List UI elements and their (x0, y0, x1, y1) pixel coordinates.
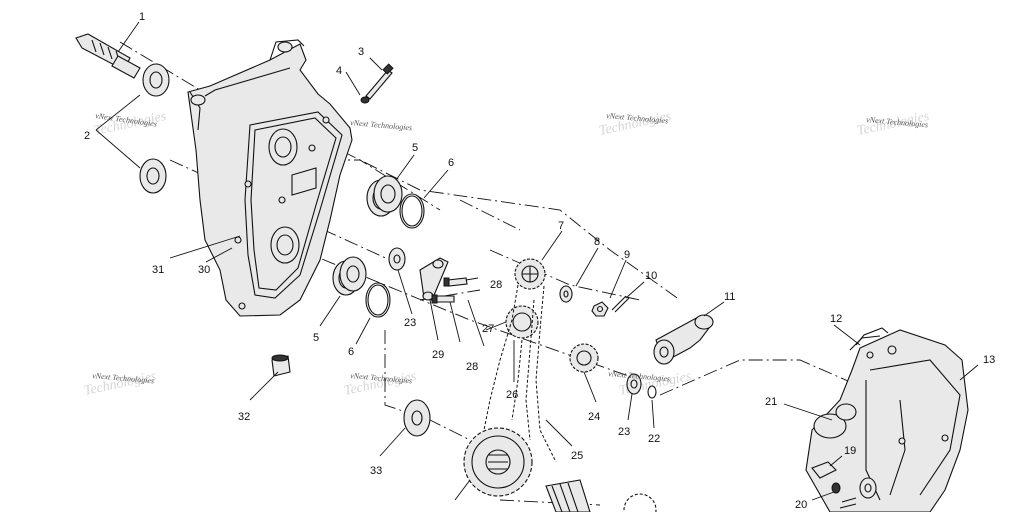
callout-1: 1 (139, 11, 145, 23)
callout-24: 24 (588, 411, 600, 423)
part-11-lever (653, 314, 714, 365)
callout-7: 7 (558, 220, 564, 232)
output-shaft (545, 479, 657, 512)
callout-5-upper: 5 (412, 142, 418, 154)
callout-10: 10 (645, 270, 657, 282)
callout-5-lower: 5 (313, 332, 319, 344)
callout-28-lower: 28 (466, 361, 478, 373)
callout-33: 33 (370, 465, 382, 477)
left-case-housing (187, 39, 353, 317)
callout-21: 21 (765, 396, 777, 408)
callout-13: 13 (983, 354, 995, 366)
callout-labels: 1 2 3 4 5 6 7 8 9 10 11 12 13 19 20 21 2… (84, 11, 995, 511)
part-6-ring-upper (399, 193, 425, 229)
part-3-bolt (365, 63, 394, 100)
part-28-screw-lower (431, 294, 455, 304)
part-5-bearing-upper (366, 175, 403, 217)
part-5-bearing-lower (332, 256, 367, 296)
part-6-ring-lower (365, 282, 391, 318)
drive-sprocket (463, 427, 533, 497)
callout-22: 22 (648, 433, 660, 445)
callout-20: 20 (795, 499, 807, 511)
callout-11: 11 (724, 291, 735, 303)
right-case-housing (805, 327, 969, 512)
part-23-washer-lower (626, 373, 642, 395)
callout-12: 12 (830, 313, 842, 325)
part-33-washer (403, 399, 431, 437)
part-25-chain (481, 284, 557, 463)
callout-8: 8 (594, 236, 600, 248)
callout-23-lower: 23 (618, 426, 630, 438)
part-2-seals (139, 63, 170, 194)
callout-23-upper: 23 (404, 317, 416, 329)
part-7-sprocket (514, 258, 546, 290)
callout-30: 30 (198, 264, 210, 276)
part-1-shaft (75, 33, 141, 79)
leader-lines (95, 21, 979, 501)
watermark-2: vNext Technologies (350, 118, 413, 132)
callout-9: 9 (624, 249, 630, 261)
part-4-washer (360, 96, 370, 104)
callout-6-upper: 6 (448, 157, 454, 169)
callout-26: 26 (506, 389, 518, 401)
callout-2: 2 (84, 130, 90, 142)
part-29-tensioner (419, 257, 449, 301)
callout-25: 25 (571, 450, 583, 462)
part-23-washer-upper (388, 247, 406, 271)
callout-27: 27 (482, 323, 494, 335)
part-8-washer (559, 285, 573, 303)
callout-32: 32 (238, 411, 250, 423)
callout-19: 19 (844, 445, 856, 457)
callout-6-lower: 6 (348, 346, 354, 358)
part-28-screw-upper (443, 277, 468, 287)
part-32-cap (271, 354, 291, 377)
callout-28-upper: 28 (490, 279, 502, 291)
part-24-gear (569, 343, 599, 373)
part-10-cotter-pin (611, 295, 630, 313)
part-9-nut (591, 301, 609, 317)
callout-3: 3 (358, 46, 364, 58)
callout-4: 4 (336, 65, 342, 77)
part-22-clip (647, 385, 657, 399)
callout-31: 31 (152, 264, 164, 276)
callout-29: 29 (432, 349, 444, 361)
